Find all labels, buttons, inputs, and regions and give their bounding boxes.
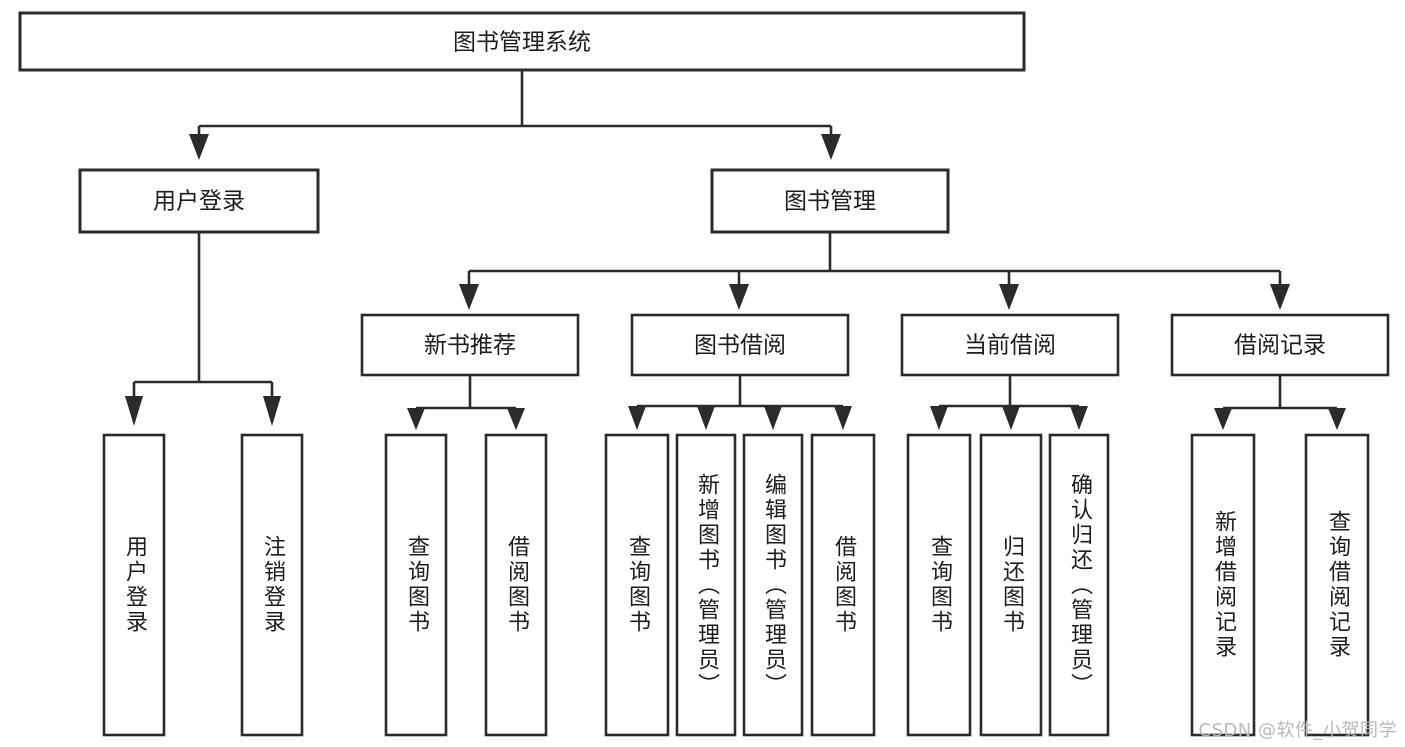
arrowhead-record-leaf2 xyxy=(1328,408,1346,430)
leaf-box-query-book-1[interactable] xyxy=(384,433,448,737)
node-borrow-record-box[interactable] xyxy=(1170,313,1390,377)
arrowhead-user-login-leaf2 xyxy=(263,396,281,426)
arrowhead-book-manage-l3-4 xyxy=(1270,284,1290,310)
arrowhead-record-leaf1 xyxy=(1214,408,1232,430)
node-book-manage-box[interactable] xyxy=(710,168,950,234)
arrowhead-recommend-leaf1 xyxy=(407,408,425,430)
node-current-borrow-label: 当前借阅 xyxy=(964,333,1056,359)
arrowhead-borrow-leaf4 xyxy=(834,406,852,430)
arrowhead-book-manage-l3-2 xyxy=(729,284,749,310)
leaf-box-query-book-2[interactable] xyxy=(604,433,670,737)
leaf-box-return-book[interactable] xyxy=(979,433,1043,737)
arrowhead-current-leaf2 xyxy=(1002,406,1020,430)
arrowhead-borrow-leaf3 xyxy=(764,406,782,430)
node-borrow-record-label: 借阅记录 xyxy=(1234,333,1326,359)
leaf-box-edit-book[interactable] xyxy=(742,433,804,737)
node-current-borrow-box[interactable] xyxy=(900,313,1120,377)
leaf-box-borrow-book-1[interactable] xyxy=(484,433,548,737)
arrowhead-book-manage-l3-3 xyxy=(999,284,1019,310)
arrowhead-recommend-leaf2 xyxy=(507,408,525,430)
leaf-box-user-login[interactable] xyxy=(102,433,166,737)
node-book-borrow-label: 图书借阅 xyxy=(694,333,786,359)
leaf-box-borrow-book-2[interactable] xyxy=(810,433,876,737)
arrowhead-current-leaf3 xyxy=(1070,406,1088,430)
arrowhead-borrow-leaf1 xyxy=(628,406,646,430)
leaf-box-confirm-return[interactable] xyxy=(1048,433,1110,737)
node-book-borrow-box[interactable] xyxy=(630,313,850,377)
arrowhead-borrow-leaf2 xyxy=(697,406,715,430)
node-user-login-label: 用户登录 xyxy=(153,189,245,215)
node-root-box[interactable] xyxy=(18,11,1026,72)
arrowhead-user-login-leaf1 xyxy=(125,396,143,426)
arrowhead-current-leaf1 xyxy=(930,406,948,430)
leaf-box-user-logout[interactable] xyxy=(240,433,304,737)
node-new-book-recommend-box[interactable] xyxy=(360,313,580,377)
arrowhead-book-manage-l3-1 xyxy=(459,284,479,310)
node-root-label: 图书管理系统 xyxy=(453,30,591,56)
watermark-text: CSDN @软件_小贺同学 xyxy=(1198,720,1397,741)
leaf-box-add-book[interactable] xyxy=(675,433,737,737)
leaf-box-query-record[interactable] xyxy=(1304,433,1370,737)
leaf-box-add-record[interactable] xyxy=(1190,433,1256,737)
node-book-manage-label: 图书管理 xyxy=(784,189,876,215)
leaf-box-query-book-3[interactable] xyxy=(906,433,972,737)
arrowhead-root-to-book-manage xyxy=(821,134,841,160)
arrowhead-root-to-user-login xyxy=(189,134,209,160)
node-new-book-recommend-label: 新书推荐 xyxy=(424,333,516,359)
